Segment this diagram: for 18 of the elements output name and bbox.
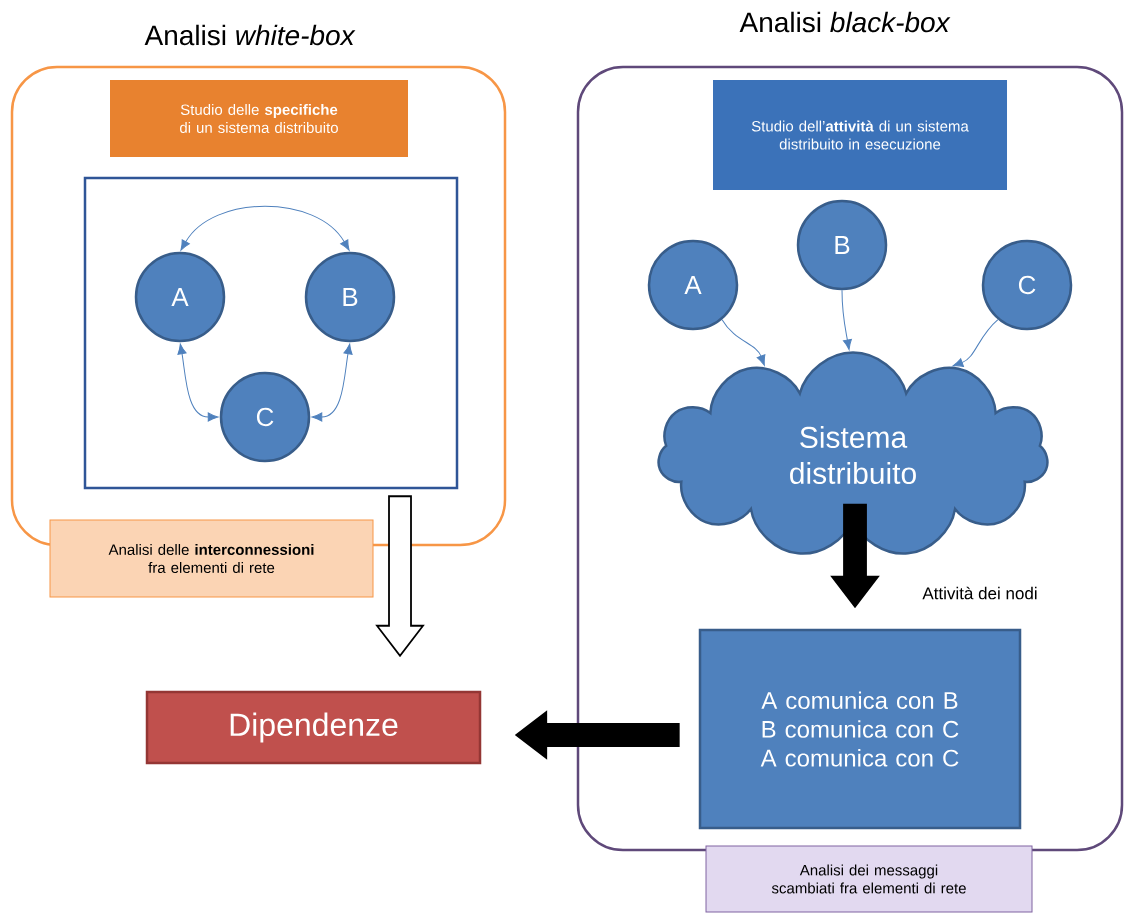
arrow	[841, 289, 852, 351]
panel-heading: Analisi black-box	[739, 11, 951, 33]
block-arrow	[830, 503, 880, 609]
hollow-arrow	[375, 495, 425, 658]
panel-heading: Analisi white-box	[144, 24, 356, 46]
header-box: Studio dell’attività di un sistema distribuito in esecuzione	[713, 80, 1007, 190]
note-box: Analisi dei messaggi scambiati fra elementi di rete	[705, 845, 1033, 913]
double-arrow	[180, 205, 350, 251]
result-box: Dipendenze	[145, 690, 482, 765]
block-arrow	[514, 710, 680, 760]
double-arrow	[311, 343, 353, 422]
edge-label: Attività dei nodi	[920, 584, 1040, 602]
double-arrow	[177, 343, 219, 422]
message-box: A comunica con B B comunica con C A comunica con C	[698, 628, 1022, 830]
arrow	[721, 319, 766, 366]
header-box: Studio delle specifiche di un sistema distribuito	[110, 80, 408, 157]
note-box: Analisi delle interconnessioni fra elementi di rete	[49, 519, 374, 598]
arrow	[952, 319, 999, 367]
